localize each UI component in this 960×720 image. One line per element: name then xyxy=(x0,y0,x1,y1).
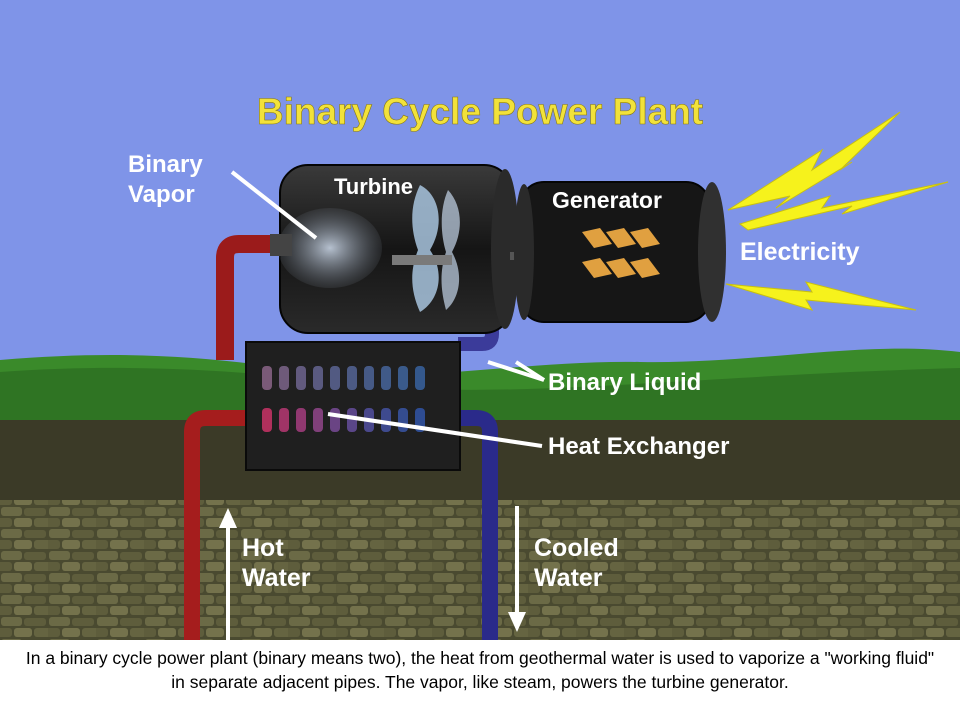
binary-liquid-label: Binary Liquid xyxy=(548,369,701,396)
binary-vapor-pipe xyxy=(216,235,285,360)
turbine-blades-icon xyxy=(412,185,460,312)
binary-vapor-label: Binary Vapor xyxy=(128,151,209,208)
generator-coil-icon xyxy=(582,228,660,278)
turbine-label: Turbine xyxy=(334,174,413,199)
hot-water-up-arrow xyxy=(219,508,237,640)
generator xyxy=(514,181,726,323)
cooled-water-label: Cooled Water xyxy=(534,534,626,592)
rock-layer xyxy=(0,500,960,640)
electricity-label: Electricity xyxy=(740,238,860,266)
generator-label: Generator xyxy=(552,187,662,213)
cooled-water-down-arrow xyxy=(508,506,526,632)
hot-water-label: Hot Water xyxy=(242,534,311,592)
diagram-title: Binary Cycle Power Plant xyxy=(257,91,703,132)
caption: In a binary cycle power plant (binary me… xyxy=(25,648,935,692)
leader-lines xyxy=(230,170,546,448)
lightning-bolts-icon xyxy=(725,111,949,311)
nozzle xyxy=(270,234,292,256)
heat-exchanger xyxy=(245,341,461,471)
cooled-water-pipe xyxy=(456,410,498,640)
binary-cycle-diagram: Binary Cycle Power Plant xyxy=(0,0,960,640)
binary-liquid-pipe xyxy=(458,322,499,351)
heat-exchanger-label: Heat Exchanger xyxy=(548,433,729,460)
hot-water-pipe xyxy=(184,410,262,640)
